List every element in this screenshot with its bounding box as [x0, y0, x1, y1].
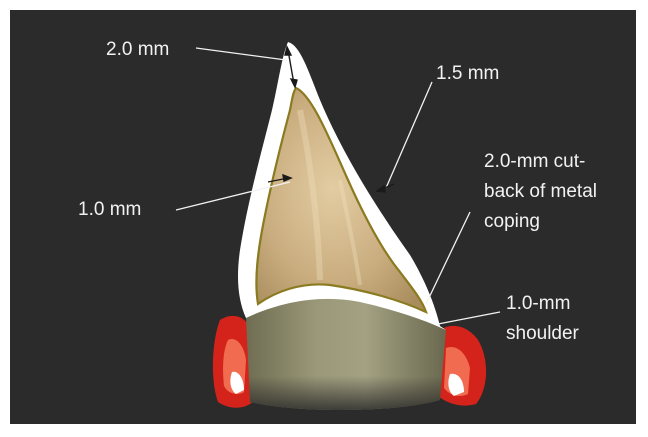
- leader-incisal: [386, 82, 432, 188]
- label-cutback-line2: back of metal: [484, 180, 597, 203]
- label-labial-thickness: 1.0 mm: [78, 198, 141, 221]
- label-shoulder-line2: shoulder: [506, 322, 579, 345]
- label-tip-thickness: 2.0 mm: [106, 38, 169, 61]
- label-shoulder-line1: 1.0-mm: [506, 292, 570, 315]
- label-cutback-line3: coping: [484, 210, 540, 233]
- label-cutback-line1: 2.0-mm cut-: [484, 150, 585, 173]
- leader-tip: [196, 48, 286, 60]
- leader-cutback: [426, 212, 470, 304]
- leader-shoulder: [438, 312, 500, 324]
- label-incisal-lingual: 1.5 mm: [436, 62, 499, 85]
